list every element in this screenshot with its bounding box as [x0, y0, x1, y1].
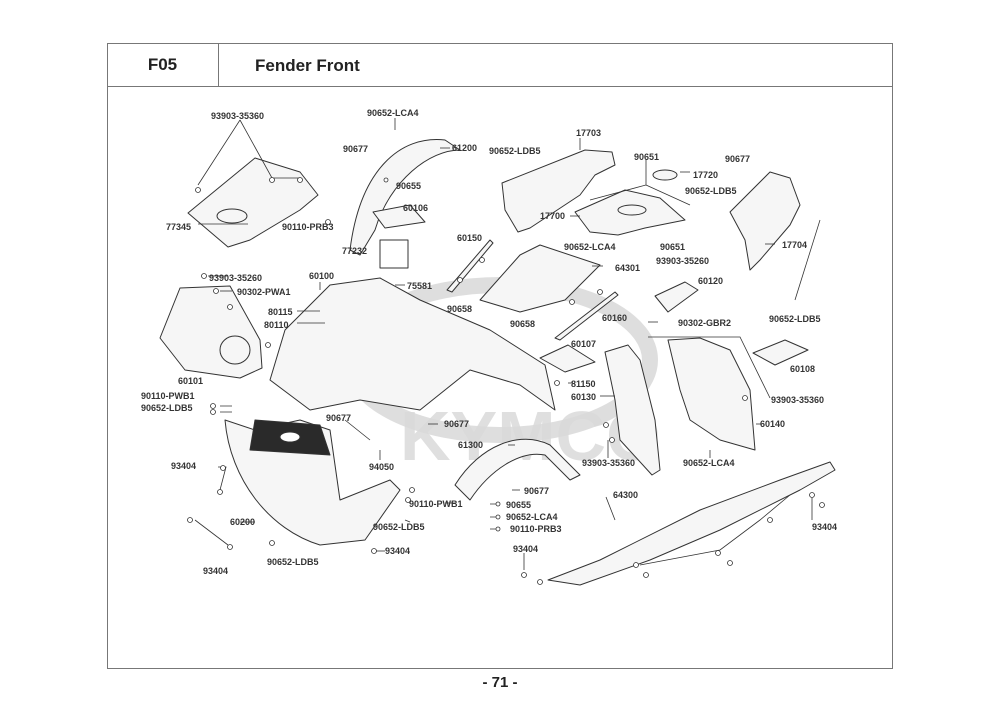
part-64301-cover: [479, 244, 601, 313]
part-label: 77232: [342, 246, 368, 256]
part-17720-seal: [652, 169, 678, 181]
part-64300-floor-panel: [547, 461, 836, 586]
part-60160-trim: [554, 291, 619, 341]
part-61300-fender: [454, 438, 581, 501]
part-label: 90110-PWB1: [141, 391, 195, 401]
part-label: 90110-PRB3: [282, 222, 334, 232]
part-label: 64300: [613, 490, 639, 500]
part-17703-panel: [501, 149, 616, 233]
header-divider: [107, 86, 893, 87]
part-label: 90110-PWB1: [409, 499, 463, 509]
part-label: 94050: [369, 462, 395, 472]
part-label: 93404: [385, 546, 411, 556]
part-label: 75581: [407, 281, 433, 291]
part-label: 90652-LCA4: [683, 458, 735, 468]
part-label: 93903-35260: [209, 273, 263, 283]
part-label: 90677: [444, 419, 470, 429]
part-label: 90110-PRB3: [510, 524, 562, 534]
part-label: 81150: [571, 379, 596, 389]
part-label: 90677: [725, 154, 751, 164]
part-77345-under-cover: [187, 157, 319, 248]
part-label: 17704: [782, 240, 808, 250]
part-label: 60150: [457, 233, 483, 243]
part-17704-bin: [729, 171, 801, 271]
part-60108-mat: [752, 339, 809, 366]
part-label: 90652-LDB5: [373, 522, 425, 532]
part-61200-fender: [349, 139, 461, 256]
page-number: - 71 -: [482, 674, 518, 691]
part-label: 61200: [452, 143, 478, 153]
part-label: 90652-LDB5: [769, 314, 821, 324]
part-label: 60101: [178, 376, 204, 386]
part-label: 90655: [396, 181, 422, 191]
part-label: 90302-PWA1: [237, 287, 291, 297]
part-label: 60200: [230, 517, 256, 527]
part-label: 60130: [571, 392, 597, 402]
part-label: 61300: [458, 440, 484, 450]
part-label: 60107: [571, 339, 597, 349]
part-label: 77345: [166, 222, 192, 232]
part-label: 90658: [447, 304, 473, 314]
part-60120-panel: [654, 281, 699, 313]
part-label: 90651: [660, 242, 686, 252]
part-label: 60100: [309, 271, 335, 281]
part-label: 60160: [602, 313, 628, 323]
part-60106-cover: [372, 204, 426, 229]
part-label: 17703: [576, 128, 602, 138]
part-60140-inner-fender: [667, 337, 756, 451]
part-77345-recess: [216, 208, 248, 224]
part-label: 90677: [524, 486, 550, 496]
section-code: F05: [107, 43, 219, 86]
part-label: 60108: [790, 364, 816, 374]
part-label: 90652-LDB5: [685, 186, 737, 196]
part-label: 90655: [506, 500, 532, 510]
part-label: 64301: [615, 263, 641, 273]
part-60107-lid: [539, 344, 596, 373]
leader-lines: [194, 118, 821, 570]
part-label: 60140: [760, 419, 786, 429]
part-77232-box: [379, 239, 409, 269]
part-label: 93903-35360: [582, 458, 636, 468]
part-60101-lamp-hole: [219, 335, 251, 365]
part-label: 90652-LDB5: [489, 146, 541, 156]
part-17700-ring: [617, 204, 647, 216]
part-label: 93903-35260: [656, 256, 710, 266]
part-label: 90652-LDB5: [141, 403, 193, 413]
part-60130-inner-panel: [604, 344, 661, 476]
part-label: 90677: [343, 144, 369, 154]
part-label: 80115: [268, 307, 293, 317]
part-label: 90651: [634, 152, 660, 162]
part-label: 90652-LCA4: [367, 108, 419, 118]
part-60101-housing: [159, 285, 263, 379]
part-label: 93404: [812, 522, 838, 532]
part-label: 90658: [510, 319, 536, 329]
part-label: 90652-LCA4: [564, 242, 616, 252]
section-title: Fender Front: [255, 56, 360, 75]
part-label: 90652-LCA4: [506, 512, 558, 522]
part-label: 93404: [513, 544, 539, 554]
part-label: 90302-GBR2: [678, 318, 732, 328]
part-label: 17700: [540, 211, 566, 221]
part-label: 93903-35360: [211, 111, 265, 121]
part-label: 93404: [171, 461, 197, 471]
part-label: 90677: [326, 413, 352, 423]
part-label: 60120: [698, 276, 724, 286]
part-60200-emblem-hole: [279, 431, 301, 443]
part-label: 90652-LDB5: [267, 557, 319, 567]
part-label: 17720: [693, 170, 719, 180]
part-label: 93404: [203, 566, 229, 576]
part-label: 93903-35360: [771, 395, 825, 405]
part-label: 80110: [264, 320, 289, 330]
part-label: 60106: [403, 203, 429, 213]
page-frame: [107, 43, 893, 669]
part-60100-front-fender: [269, 277, 556, 411]
fasteners: [187, 177, 825, 585]
